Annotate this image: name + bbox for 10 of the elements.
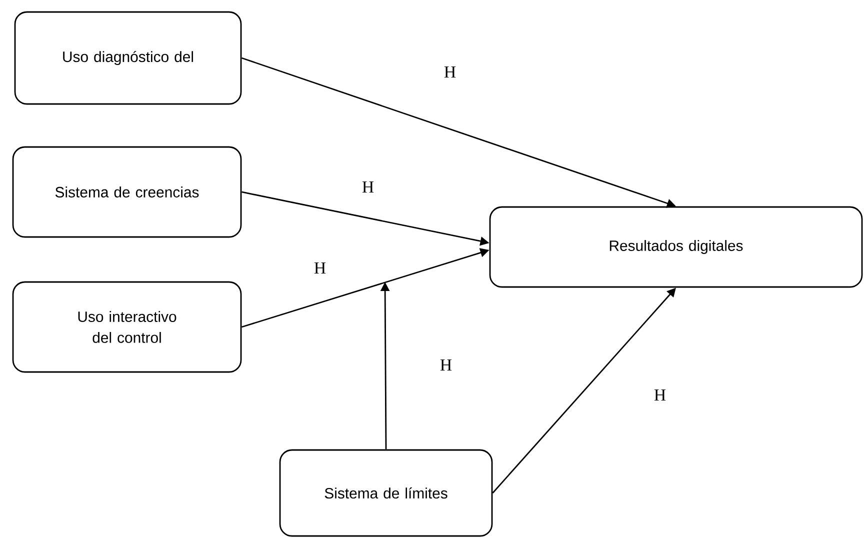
- process-box: Uso interactivo del control: [12, 281, 242, 373]
- process-box: Resultados digitales: [489, 206, 863, 288]
- edge-label: H: [438, 358, 454, 372]
- process-box: Sistema de límites: [279, 449, 493, 537]
- edge-label: H: [360, 180, 376, 194]
- edge-label: H: [442, 65, 458, 79]
- process-box: Sistema de creencias: [12, 146, 242, 238]
- process-box: Uso diagnóstico del: [14, 11, 242, 105]
- edge-label: H: [652, 388, 668, 402]
- edge-label: H: [312, 261, 328, 275]
